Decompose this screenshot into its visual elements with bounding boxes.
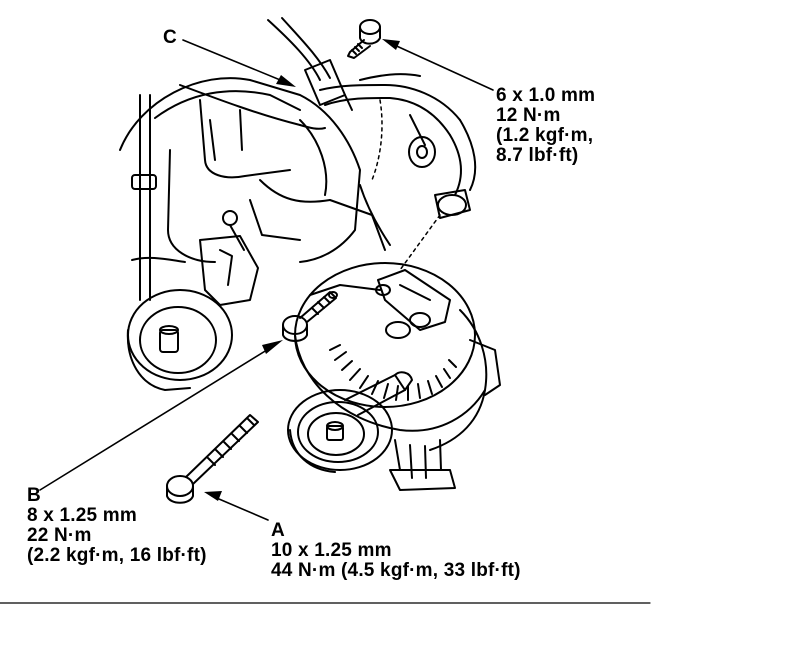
upper-bolt-torque-kgf: (1.2 kgf·m, — [496, 125, 594, 146]
alternator-drawing — [287, 262, 501, 491]
callout-c-label: C — [163, 28, 177, 48]
engine-bracket-drawing — [119, 77, 391, 306]
callout-upper-bolt: 6 x 1.0 mm 12 N·m (1.2 kgf·m, 8.7 lbf·ft… — [496, 86, 595, 166]
bolt-b-torque-alt: (2.2 kgf·m, 16 lbf·ft) — [27, 545, 207, 566]
bolt-a-drawing — [166, 414, 259, 504]
bolt-b-drawing — [282, 291, 338, 342]
harness-drawing — [179, 17, 477, 219]
callout-c-letter: C — [163, 27, 177, 48]
leader-arrowheads — [204, 39, 400, 501]
upper-bolt-size: 6 x 1.0 mm — [496, 85, 596, 106]
callout-b-letter: B — [27, 485, 41, 506]
bolt-b-torque: 22 N·m — [27, 525, 92, 546]
callout-b: B 8 x 1.25 mm 22 N·m (2.2 kgf·m, 16 lbf·… — [27, 486, 207, 566]
callout-a-letter: A — [271, 520, 285, 541]
bolt-a-torque: 44 N·m (4.5 kgf·m, 33 lbf·ft) — [271, 560, 521, 581]
leader-lines — [39, 39, 494, 521]
callout-a: A 10 x 1.25 mm 44 N·m (4.5 kgf·m, 33 lbf… — [271, 521, 521, 581]
crank-pulley-drawing — [126, 289, 233, 391]
bolt-a-size: 10 x 1.25 mm — [271, 540, 392, 561]
upper-bolt-drawing — [347, 19, 381, 59]
upper-bolt-torque: 12 N·m — [496, 105, 561, 126]
upper-bolt-torque-lbf: 8.7 lbf·ft) — [496, 145, 579, 166]
bolt-b-size: 8 x 1.25 mm — [27, 505, 137, 526]
